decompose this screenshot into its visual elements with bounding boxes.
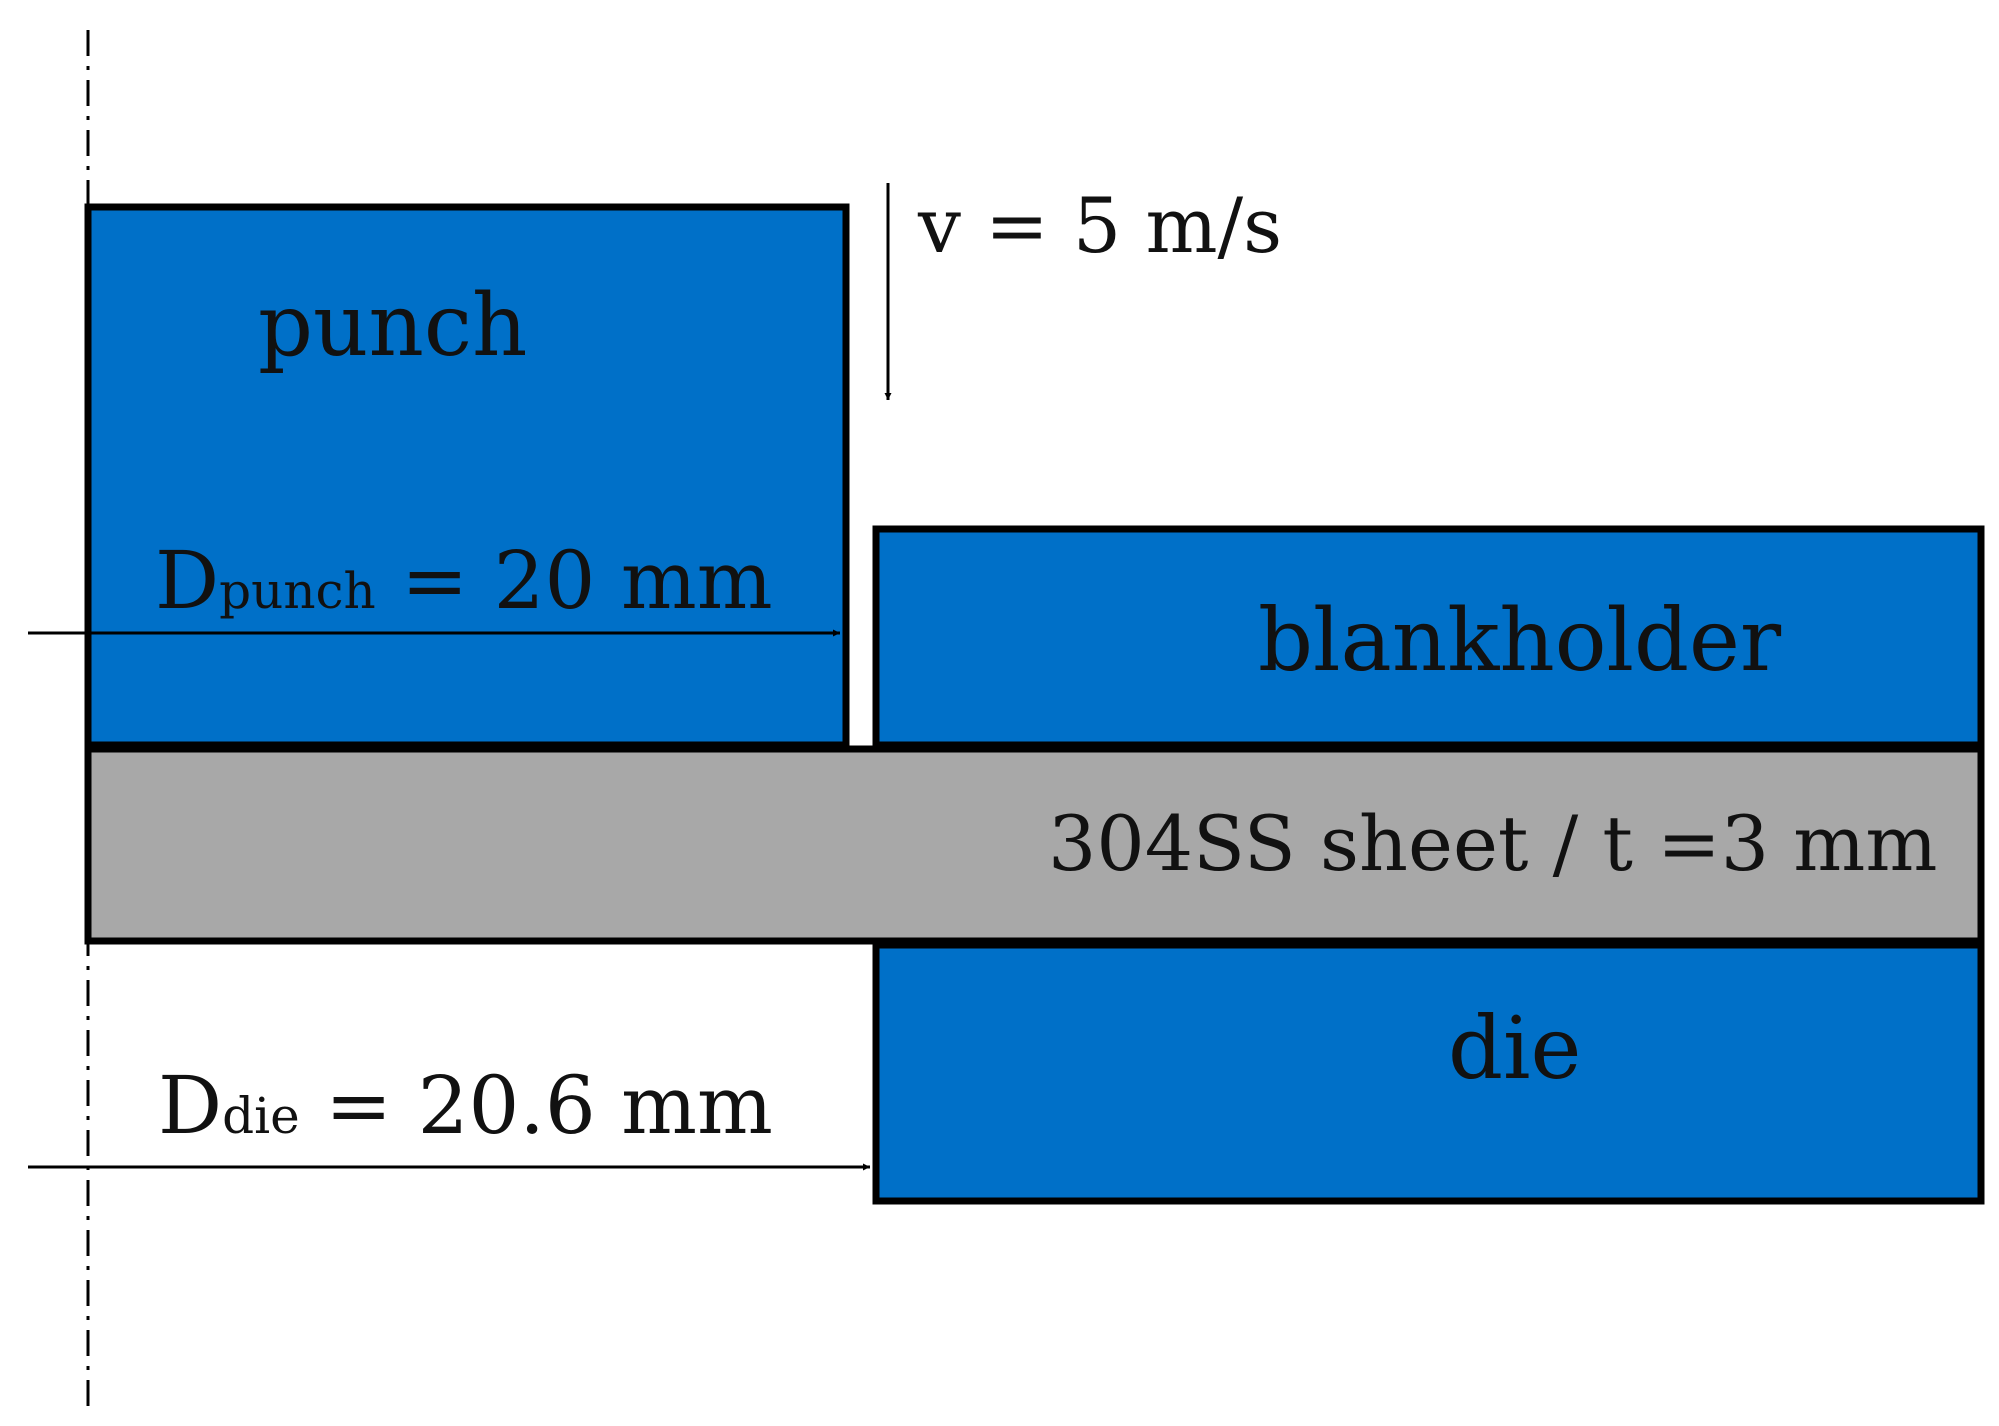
punch-label: punch xyxy=(258,276,527,376)
blankholder-label: blankholder xyxy=(1258,591,1782,691)
sheet-block xyxy=(84,745,1985,945)
sheet-label: 304SS sheet / t =3 mm xyxy=(1048,799,1937,888)
die-block xyxy=(872,941,1985,1205)
punch-diameter-label: Dpunch = 20 mm xyxy=(155,534,773,627)
die-label: die xyxy=(1448,999,1581,1099)
punch-block xyxy=(84,203,850,749)
die-diameter-label: Ddie = 20.6 mm xyxy=(158,1059,773,1152)
blankholder-block xyxy=(872,525,1985,749)
velocity-label: v = 5 m/s xyxy=(917,181,1282,270)
